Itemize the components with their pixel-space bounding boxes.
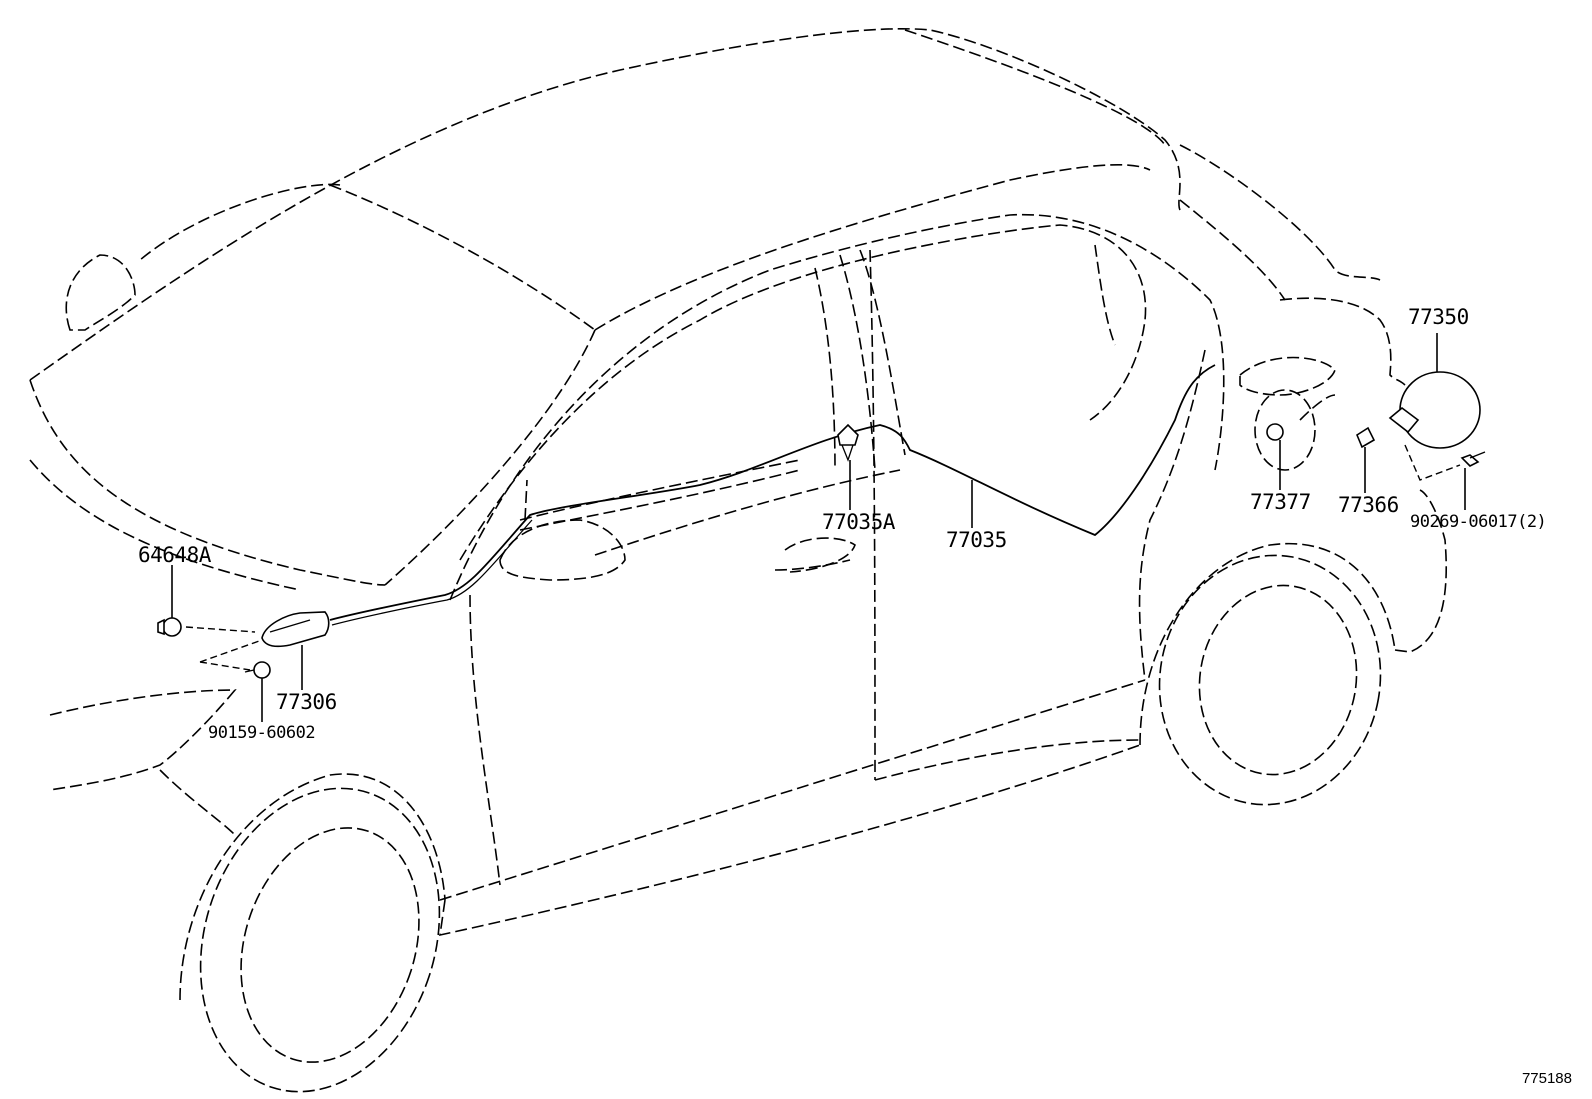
lever-77306 [261, 611, 330, 648]
label-64648A: 64648A [138, 543, 211, 567]
fuel-lid-cable [329, 364, 1216, 626]
leader-lines [171, 333, 1466, 722]
label-77350: 77350 [1408, 305, 1469, 329]
screw-90159-60602 [199, 639, 271, 679]
label-90159-60602: 90159-60602 [208, 723, 316, 743]
part-77366 [1356, 426, 1376, 449]
part-77377 [1266, 423, 1284, 441]
pin-90269-06017 [1460, 451, 1486, 467]
label-77377: 77377 [1250, 490, 1311, 514]
clip-77035A [837, 423, 859, 462]
label-77035A: 77035A [822, 510, 895, 534]
label-77366: 77366 [1338, 493, 1399, 517]
label-90269-06017: 90269-06017(2) [1410, 512, 1547, 532]
label-77306: 77306 [276, 690, 337, 714]
fuel-lid-77350 [1388, 371, 1481, 481]
clip-64648A [157, 617, 256, 637]
label-77035: 77035 [946, 528, 1007, 552]
figure-id: 775188 [1521, 1070, 1572, 1087]
car-outline [29, 27, 1448, 1093]
